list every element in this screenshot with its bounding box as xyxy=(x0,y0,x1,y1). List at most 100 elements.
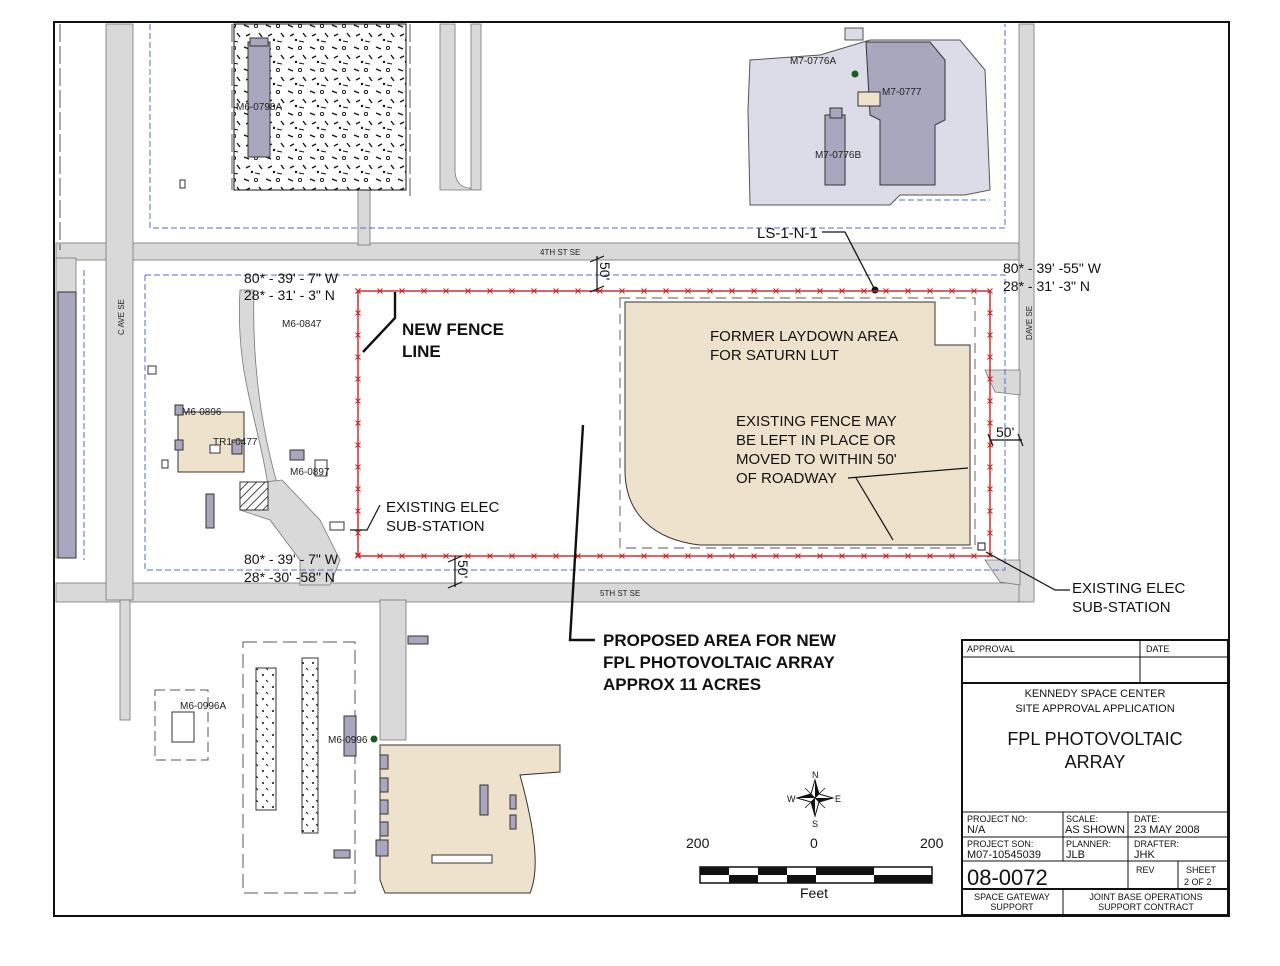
label-elec-sub-2b: SUB-STATION xyxy=(1072,599,1171,616)
tb-scale: AS SHOWN xyxy=(1065,824,1125,836)
fence-x-mark xyxy=(597,288,603,294)
road-dave xyxy=(1018,23,1035,603)
fence-x-mark xyxy=(883,288,889,294)
fence-x-mark xyxy=(531,553,537,559)
label-laydown-1: FORMER LAYDOWN AREA xyxy=(710,328,898,345)
coord-nw-lat: 28* - 31' - 3" N xyxy=(244,287,335,303)
label-survey-point: LS-1-N-1 xyxy=(757,225,818,242)
label-m7-0776a: M7-0776A xyxy=(790,56,836,67)
fence-x-mark xyxy=(987,420,993,426)
west-structures xyxy=(57,179,345,559)
fence-x-mark xyxy=(377,553,383,559)
fence-x-mark xyxy=(575,288,581,294)
fence-x-mark xyxy=(465,553,471,559)
dimension-top-label: 50' xyxy=(597,262,613,280)
fence-x-mark xyxy=(421,288,427,294)
fence-x-mark xyxy=(355,553,361,559)
fence-x-mark xyxy=(817,288,823,294)
elec-substation-2 xyxy=(977,542,986,551)
tb-footer-left-1: SPACE GATEWAY xyxy=(974,892,1050,902)
building-complex-ne xyxy=(747,27,991,206)
fence-x-mark xyxy=(641,553,647,559)
proposed-area-leader xyxy=(568,424,595,642)
label-m6-0996a: M6-0996A xyxy=(180,701,226,712)
compass-west: W xyxy=(787,794,796,804)
compass-rose xyxy=(795,778,835,818)
new-fence-leader xyxy=(362,292,397,353)
tb-approval-label: APPROVAL xyxy=(967,644,1015,654)
label-m6-0798a: M6-0798A xyxy=(236,102,282,113)
fence-x-mark xyxy=(987,332,993,338)
tb-rev-label: REV xyxy=(1136,865,1155,875)
fence-x-mark xyxy=(987,486,993,492)
new-fence-x-marks xyxy=(355,288,993,559)
compass-south: S xyxy=(812,819,818,829)
title-block xyxy=(961,639,1229,916)
tb-project-son-label: PROJECT SON: xyxy=(967,839,1033,849)
fence-x-mark xyxy=(465,288,471,294)
fence-x-mark xyxy=(883,553,889,559)
tb-drawing-number: 08-0072 xyxy=(967,865,1048,890)
label-existing-fence-1: EXISTING FENCE MAY xyxy=(736,413,897,430)
tb-project-no-label: PROJECT NO: xyxy=(967,814,1027,824)
fence-x-mark xyxy=(355,530,361,536)
coord-nw-lon: 80* - 39' - 7" W xyxy=(244,270,339,286)
coord-ne-lat: 28* - 31' -3" N xyxy=(1003,278,1090,294)
tb-footer-left-2: SUPPORT xyxy=(990,902,1034,912)
tb-title-1: FPL PHOTOVOLTAIC xyxy=(1007,729,1182,749)
survey-point-marker xyxy=(871,286,879,294)
coord-sw-lon: 80* - 39' - 7" W xyxy=(244,551,339,567)
fence-x-mark xyxy=(773,288,779,294)
road-c-ave xyxy=(105,23,134,601)
fence-x-mark xyxy=(987,398,993,404)
fence-x-mark xyxy=(949,553,955,559)
fence-x-mark xyxy=(987,464,993,470)
fence-x-mark xyxy=(509,553,515,559)
existing-fences-north xyxy=(59,24,411,250)
scale-bar xyxy=(699,866,933,884)
fence-x-mark xyxy=(987,288,993,294)
fence-x-mark xyxy=(817,553,823,559)
south-structures xyxy=(154,635,561,894)
label-elec-sub-2a: EXISTING ELEC xyxy=(1072,580,1186,597)
dimension-bottom-label: 50' xyxy=(455,560,471,578)
label-existing-fence-3: MOVED TO WITHIN 50' xyxy=(736,451,897,468)
label-proposed-2: FPL PHOTOVOLTAIC ARRAY xyxy=(603,653,835,672)
coord-ne-lon: 80* - 39' -55" W xyxy=(1003,260,1102,276)
fence-x-mark xyxy=(355,310,361,316)
tb-org-2: SITE APPROVAL APPLICATION xyxy=(1015,703,1174,715)
fence-x-mark xyxy=(399,553,405,559)
fence-x-mark xyxy=(355,442,361,448)
label-laydown-2: FOR SATURN LUT xyxy=(710,347,839,364)
fence-x-mark xyxy=(795,288,801,294)
fence-x-mark xyxy=(443,553,449,559)
label-m7-0777: M7-0777 xyxy=(882,87,922,98)
label-m6-0996: M6-0996 xyxy=(328,735,368,746)
fence-x-mark xyxy=(355,288,361,294)
fence-x-mark xyxy=(553,553,559,559)
elec-substation-2-leader xyxy=(985,551,1070,591)
fence-x-mark xyxy=(641,288,647,294)
fence-x-mark xyxy=(355,332,361,338)
former-laydown-area xyxy=(624,301,971,546)
existing-fence-leader xyxy=(847,467,969,541)
label-existing-fence-2: BE LEFT IN PLACE OR xyxy=(736,432,896,449)
compass-east: E xyxy=(835,794,841,804)
fence-x-mark xyxy=(795,553,801,559)
tb-sheet-value: 2 OF 2 xyxy=(1184,877,1212,887)
label-proposed-3: APPROX 11 ACRES xyxy=(603,675,761,694)
fence-x-mark xyxy=(355,376,361,382)
road-label-5th-st: 5TH ST SE xyxy=(600,589,640,598)
fence-x-mark xyxy=(355,486,361,492)
building-m6-0798a xyxy=(247,41,271,158)
fence-x-mark xyxy=(905,553,911,559)
fence-x-mark xyxy=(773,553,779,559)
fence-x-mark xyxy=(839,553,845,559)
fence-x-mark xyxy=(971,553,977,559)
fence-x-mark xyxy=(487,553,493,559)
fence-x-mark xyxy=(861,288,867,294)
fence-x-mark xyxy=(355,508,361,514)
fence-x-mark xyxy=(987,508,993,514)
label-m6-0897: M6-0897 xyxy=(290,467,330,478)
